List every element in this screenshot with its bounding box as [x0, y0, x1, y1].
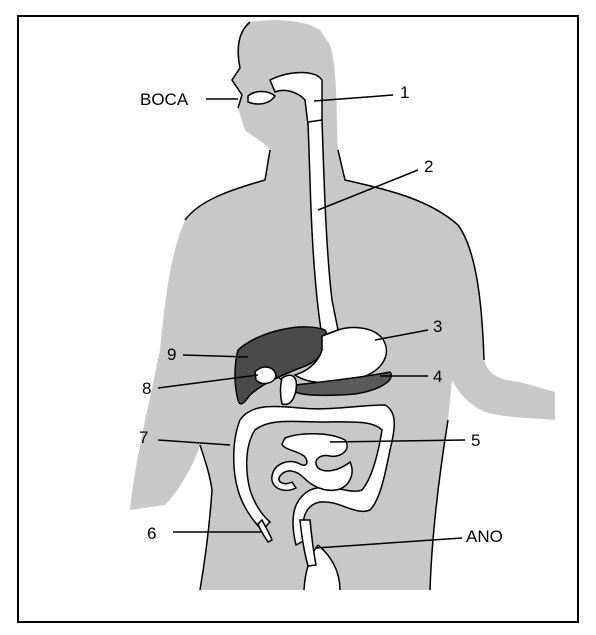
- label-7: 7: [139, 428, 148, 447]
- label-5: 5: [471, 431, 480, 450]
- label-9: 9: [167, 345, 176, 364]
- label-ano: ANO: [466, 527, 503, 546]
- label-2: 2: [424, 157, 433, 176]
- label-1: 1: [400, 83, 409, 102]
- label-6: 6: [147, 524, 156, 543]
- label-8: 8: [142, 379, 151, 398]
- label-4: 4: [433, 367, 442, 386]
- label-boca: BOCA: [140, 90, 189, 109]
- gallbladder: [255, 367, 276, 383]
- label-3: 3: [433, 317, 442, 336]
